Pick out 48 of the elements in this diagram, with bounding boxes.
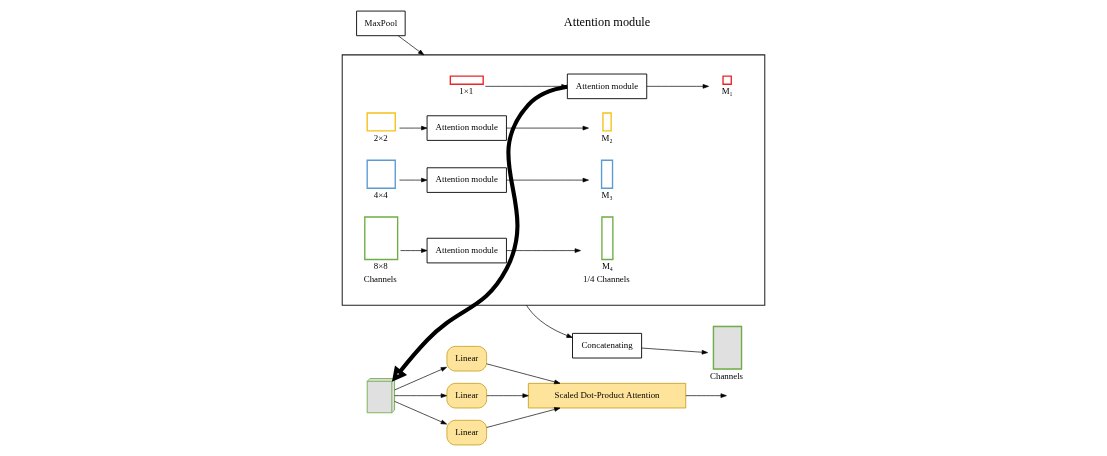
node-box: MaxPool bbox=[356, 10, 406, 37]
node-label: 2×2 bbox=[373, 132, 388, 143]
node-box: Attention module bbox=[426, 115, 507, 141]
node-box: Attention module bbox=[426, 237, 507, 264]
arrow bbox=[399, 177, 428, 183]
arrow bbox=[641, 347, 708, 355]
arrow bbox=[397, 35, 425, 56]
node-label: Channels bbox=[710, 370, 744, 381]
arrow bbox=[486, 407, 561, 428]
node-box: Attention module bbox=[566, 73, 648, 100]
node-label: M₃ bbox=[601, 190, 613, 201]
node-box: Linear bbox=[446, 345, 488, 372]
cluster bbox=[341, 54, 766, 306]
arrow bbox=[486, 393, 529, 398]
node-box: Linear bbox=[446, 419, 488, 446]
node-label: 4×4 bbox=[373, 190, 388, 201]
arrow bbox=[394, 401, 447, 425]
node-box bbox=[366, 159, 396, 189]
arrow bbox=[685, 393, 727, 398]
arrow bbox=[646, 84, 709, 89]
node-label: M₁ bbox=[721, 86, 733, 97]
arrow bbox=[400, 248, 428, 253]
label: Attention module bbox=[563, 15, 651, 30]
node-label: 1/4 Channels bbox=[583, 273, 630, 284]
node-label: Channels bbox=[363, 273, 397, 284]
arrow bbox=[506, 125, 589, 131]
arrow bbox=[399, 125, 428, 131]
node-box bbox=[600, 159, 614, 189]
node-label: 1×1 bbox=[459, 86, 474, 97]
node-box bbox=[449, 75, 484, 85]
node-box: Attention module bbox=[426, 167, 507, 193]
node-box bbox=[601, 216, 614, 261]
arrow bbox=[506, 177, 589, 183]
node-box bbox=[722, 75, 732, 85]
arrow bbox=[394, 366, 447, 391]
node-label: M₂ bbox=[601, 132, 613, 143]
node-box bbox=[364, 216, 399, 261]
arrow bbox=[506, 248, 581, 253]
arrow bbox=[526, 305, 573, 338]
arrow bbox=[394, 393, 447, 398]
node-box bbox=[366, 112, 396, 132]
node-box: Scaled Dot-Product Attention bbox=[527, 382, 687, 409]
node-box bbox=[602, 112, 612, 132]
node-box: Linear bbox=[446, 382, 488, 409]
node-box: Concatenating bbox=[572, 332, 643, 359]
arrow bbox=[486, 363, 561, 385]
node-label: 8×8 bbox=[373, 261, 388, 272]
node-label: M₄ bbox=[601, 261, 613, 272]
